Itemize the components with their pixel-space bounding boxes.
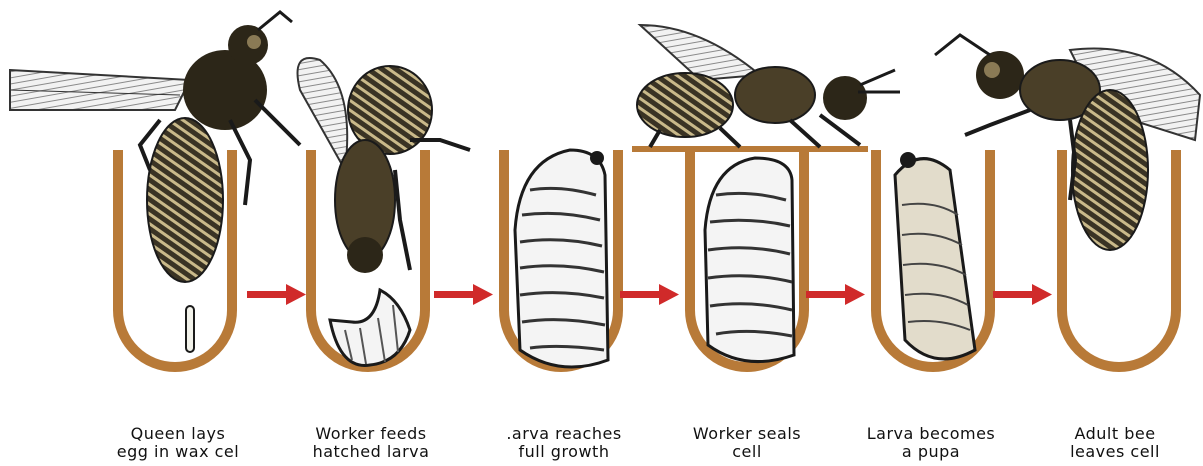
pupa [895, 152, 975, 359]
arrow-5 [993, 284, 1052, 305]
caption-stage-3-line-1: .arva reaches [479, 425, 649, 443]
cell-4-worker-seals-cell [632, 25, 900, 367]
arrow-1 [247, 284, 306, 305]
arrow-3 [620, 284, 679, 305]
arrow-4 [806, 284, 865, 305]
queen-bee-illustration [10, 12, 300, 282]
caption-stage-3: .arva reaches full growth [479, 425, 649, 461]
caption-stage-6: Adult bee leaves cell [1030, 425, 1200, 461]
worker-bee-sealing-illustration [637, 25, 900, 147]
caption-stage-1: Queen lays egg in wax cel [93, 425, 263, 461]
caption-stage-2-line-2: hatched larva [286, 443, 456, 461]
egg [186, 306, 194, 352]
caption-stage-2: Worker feeds hatched larva [286, 425, 456, 461]
caption-stage-5-line-1: Larva becomes [846, 425, 1016, 443]
caption-stage-4-line-1: Worker seals [662, 425, 832, 443]
cell-5-larva-becomes-pupa [876, 150, 990, 367]
caption-stage-4-line-2: cell [662, 443, 832, 461]
caption-stage-5: Larva becomes a pupa [846, 425, 1016, 461]
cell-6-adult-bee-leaves [935, 35, 1200, 367]
caption-stage-5-line-2: a pupa [846, 443, 1016, 461]
caption-stage-1-line-2: egg in wax cel [93, 443, 263, 461]
caption-stage-4: Worker seals cell [662, 425, 832, 461]
caption-stage-6-line-1: Adult bee [1030, 425, 1200, 443]
sealed-larva [705, 158, 794, 362]
cell-2-worker-feeds-larva [298, 58, 471, 367]
caption-stage-1-line-1: Queen lays [93, 425, 263, 443]
caption-stage-2-line-1: Worker feeds [286, 425, 456, 443]
worker-bee-feeding-illustration [298, 58, 471, 273]
arrow-2 [434, 284, 493, 305]
caption-stage-3-line-2: full growth [479, 443, 649, 461]
cell-1-queen-lays-egg [10, 12, 300, 367]
wax-cap [632, 146, 868, 152]
grown-larva [515, 150, 608, 367]
adult-bee-illustration [935, 35, 1200, 250]
cell-3-larva-full-growth [504, 150, 618, 367]
caption-stage-6-line-2: leaves cell [1030, 443, 1200, 461]
